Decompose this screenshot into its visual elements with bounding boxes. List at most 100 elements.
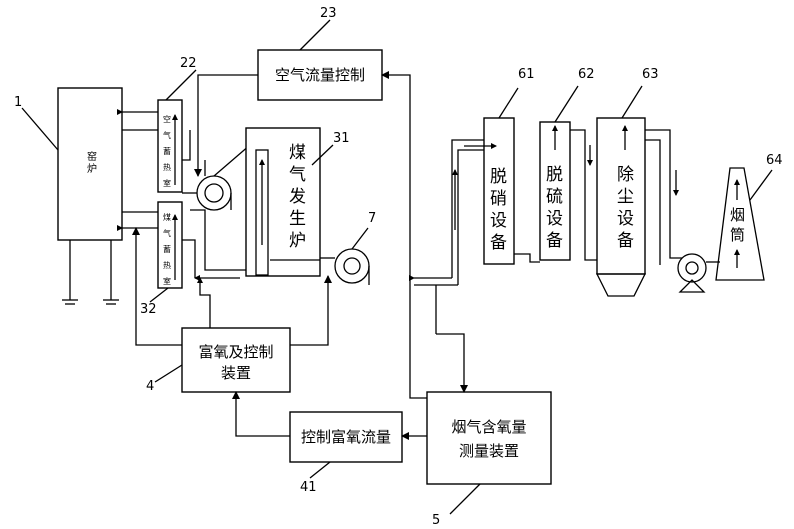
- gasifier-char-3: 发: [289, 187, 306, 207]
- gas-regen-char-1: 煤: [163, 212, 171, 222]
- sampling-line-b: [436, 333, 468, 393]
- duct-63-fan-b: [645, 139, 661, 265]
- air-regen-char-2: 气: [163, 130, 171, 140]
- air-regen-char-5: 室: [163, 178, 171, 188]
- duct-63-fan: [645, 129, 682, 259]
- desulfurization-char-3: 设: [546, 209, 563, 229]
- o2-measurement-text-2: 测量装置: [459, 442, 519, 460]
- denitration-char-3: 设: [490, 211, 507, 231]
- air-regen-char-3: 蓄: [163, 146, 171, 156]
- dedusting-char-2: 尘: [617, 187, 634, 207]
- leader-4: [154, 364, 183, 383]
- line-oxygen-to-fan7: [290, 275, 332, 346]
- furnace-label-1: 窑: [87, 150, 97, 163]
- leader-32: [149, 287, 169, 303]
- o2-measurement-text-1: 烟气含氧量: [451, 418, 526, 436]
- leader-62: [554, 85, 579, 123]
- dedusting-char-1: 除: [617, 165, 634, 185]
- line-oxygen-to-gas-regen: [132, 227, 182, 346]
- desulfurization-char-1: 脱: [546, 165, 563, 185]
- line-gas-regen-in: [182, 239, 196, 278]
- label-63: 63: [642, 67, 659, 82]
- air-regen-char-4: 热: [163, 162, 171, 172]
- oxygen-device-text-2: 装置: [221, 364, 251, 382]
- label-22: 22: [180, 56, 197, 71]
- denitration-unit: [483, 117, 515, 265]
- desulfurization-char-4: 备: [546, 231, 563, 251]
- dedusting-char-3: 设: [617, 209, 634, 229]
- label-5: 5: [432, 513, 440, 528]
- air-flow-control-box: [257, 49, 383, 101]
- oxygen-flow-control-text: 控制富氧流量: [301, 428, 391, 446]
- dedusting-char-4: 备: [617, 231, 634, 251]
- duct-61-62: [514, 253, 540, 263]
- furnace-label-2: 炉: [87, 163, 97, 175]
- denitration-char-2: 硝: [490, 189, 507, 209]
- line-air-regen-in: [182, 130, 191, 161]
- leader-7: [351, 227, 369, 250]
- gasifier-char-2: 气: [289, 165, 306, 185]
- denitration-char-1: 脱: [490, 167, 507, 187]
- leader-63: [621, 85, 643, 119]
- fan-21: [196, 175, 232, 211]
- leader-22: [165, 69, 197, 101]
- label-64: 64: [766, 153, 783, 168]
- line-measure-to-airctrl: [381, 71, 432, 399]
- label-23: 23: [320, 6, 337, 21]
- fan-21-hub: [204, 183, 224, 203]
- fan-7-hub: [343, 257, 361, 275]
- leader-64: [749, 169, 773, 201]
- desulfurization-char-2: 硫: [546, 187, 563, 207]
- label-1: 1: [14, 95, 22, 110]
- flue-rise-a: [451, 139, 484, 278]
- gasifier-char-5: 炉: [289, 231, 306, 251]
- exhaust-fan-hub: [685, 261, 699, 275]
- gasifier: [245, 127, 321, 277]
- oxygen-flow-control-box: [289, 411, 403, 463]
- line-flowctrl-to-oxygen: [232, 391, 290, 437]
- label-41: 41: [300, 480, 317, 495]
- furnace: [57, 87, 123, 241]
- flue-rise-b: [457, 149, 484, 285]
- oxygen-device-text-1: 富氧及控制: [198, 343, 273, 361]
- line-airctrl-to-fan21: [194, 74, 258, 177]
- label-7: 7: [368, 211, 376, 226]
- label-4: 4: [146, 379, 154, 394]
- fan-7: [334, 248, 370, 284]
- line-oxygen-to-fan21: [197, 277, 211, 328]
- gas-regen-char-4: 热: [163, 260, 171, 270]
- denitration-char-4: 备: [490, 233, 507, 253]
- chimney-char-2: 筒: [730, 226, 745, 244]
- label-61: 61: [518, 67, 535, 82]
- gasifier-char-1: 煤: [289, 143, 306, 163]
- exhaust-fan: [677, 253, 707, 283]
- oxygen-enrichment-device-box: [181, 327, 291, 393]
- chimney: [715, 167, 765, 281]
- dedusting-hopper: [595, 273, 647, 297]
- gas-regenerator: [157, 201, 183, 289]
- gasifier-char-4: 生: [289, 209, 306, 229]
- leader-23: [299, 19, 331, 51]
- leader-41: [309, 461, 331, 479]
- leader-1: [21, 107, 59, 151]
- o2-measurement-box: [426, 391, 552, 485]
- leader-61: [498, 87, 519, 119]
- leader-31: [311, 144, 334, 166]
- duct-62-63: [570, 129, 597, 261]
- line-gasifier-to-regen: [190, 209, 246, 271]
- gas-regen-char-2: 气: [163, 228, 171, 238]
- gas-regen-char-5: 室: [163, 276, 171, 286]
- dedusting-unit: [596, 117, 646, 275]
- chimney-char-1: 烟: [730, 206, 745, 224]
- air-flow-control-text: 空气流量控制: [275, 66, 365, 84]
- label-31: 31: [333, 131, 350, 146]
- air-regenerator: [157, 99, 183, 193]
- gas-regen-char-3: 蓄: [163, 244, 171, 254]
- leader-21: [213, 144, 251, 177]
- gasifier-inner-duct: [255, 149, 269, 276]
- leader-5: [449, 483, 481, 515]
- label-32: 32: [140, 302, 157, 317]
- exhaust-fan-base: [678, 279, 706, 293]
